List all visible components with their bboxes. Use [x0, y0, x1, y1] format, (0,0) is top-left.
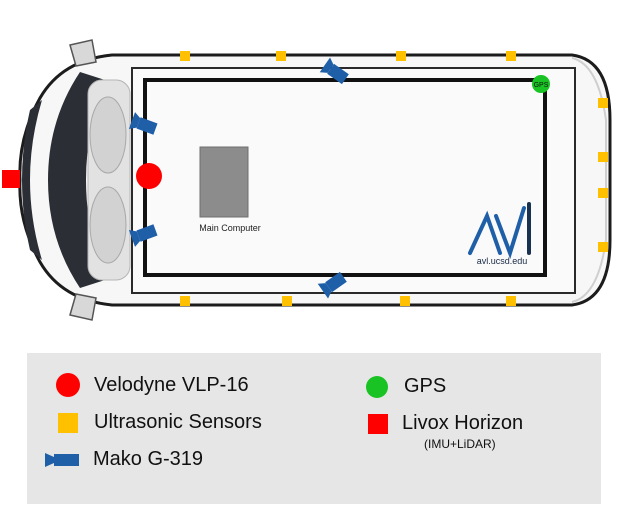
ultrasonic-sensor — [598, 152, 608, 162]
legend-ultrasonic-label: Ultrasonic Sensors — [94, 411, 262, 433]
legend-gps: GPS — [366, 375, 446, 398]
velodyne-sensor — [136, 163, 162, 189]
ultrasonic-sensors — [180, 51, 608, 306]
legend-gps-label: GPS — [404, 375, 447, 397]
main-computer-label: Main Computer — [199, 223, 261, 233]
front-seat-left — [89, 96, 127, 174]
legend-velodyne-label: Velodyne VLP-16 — [94, 373, 249, 396]
ultrasonic-sensor — [180, 296, 190, 306]
mako-camera — [319, 57, 349, 85]
ultrasonic-sensor — [506, 296, 516, 306]
gps-sensor-label: GPS — [534, 82, 549, 89]
main-computer-box — [199, 146, 249, 218]
legend-livox-sublabel: (IMU+LiDAR) — [424, 437, 496, 451]
velodyne-icon — [56, 373, 80, 397]
ultrasonic-sensor — [400, 296, 410, 306]
gps-icon — [366, 375, 388, 398]
legend-mako-label: Mako G-319 — [93, 448, 204, 470]
ultrasonic-sensor — [282, 296, 292, 306]
mako-camera — [317, 271, 347, 299]
ultrasonic-sensor — [276, 51, 286, 61]
ultrasonic-sensor — [396, 51, 406, 61]
ultrasonic-sensor — [598, 98, 608, 108]
legend-mako: Mako G-319 — [45, 448, 203, 471]
avl-logo — [468, 202, 531, 260]
legend-livox-label: Livox Horizon — [402, 412, 524, 434]
mirror-right — [69, 293, 97, 321]
mako-camera — [128, 112, 158, 135]
avl-url: avl.ucsd.edu — [477, 256, 528, 266]
legend-livox: Livox Horizon — [368, 412, 523, 435]
front-seat-right — [89, 186, 127, 264]
legend-panel: Velodyne VLP-16 Ultrasonic Sensors Mako … — [27, 353, 601, 504]
ultrasonic-icon — [58, 412, 78, 433]
ultrasonic-sensor — [598, 242, 608, 252]
ultrasonic-sensor — [598, 188, 608, 198]
legend-velodyne: Velodyne VLP-16 — [56, 373, 249, 397]
mako-camera-icon — [45, 452, 79, 467]
mako-camera — [128, 224, 158, 247]
hood — [22, 100, 42, 260]
gps-sensor — [532, 75, 550, 93]
ultrasonic-sensor — [506, 51, 516, 61]
van-top-view: Main Computer GPS avl.ucsd.edu — [2, 39, 612, 321]
livox-sensor — [2, 170, 20, 188]
ultrasonic-sensor — [180, 51, 190, 61]
legend-ultrasonic: Ultrasonic Sensors — [58, 411, 262, 434]
livox-icon — [368, 413, 388, 434]
mirror-left — [69, 39, 97, 67]
cargo-rear-edge — [571, 57, 607, 303]
